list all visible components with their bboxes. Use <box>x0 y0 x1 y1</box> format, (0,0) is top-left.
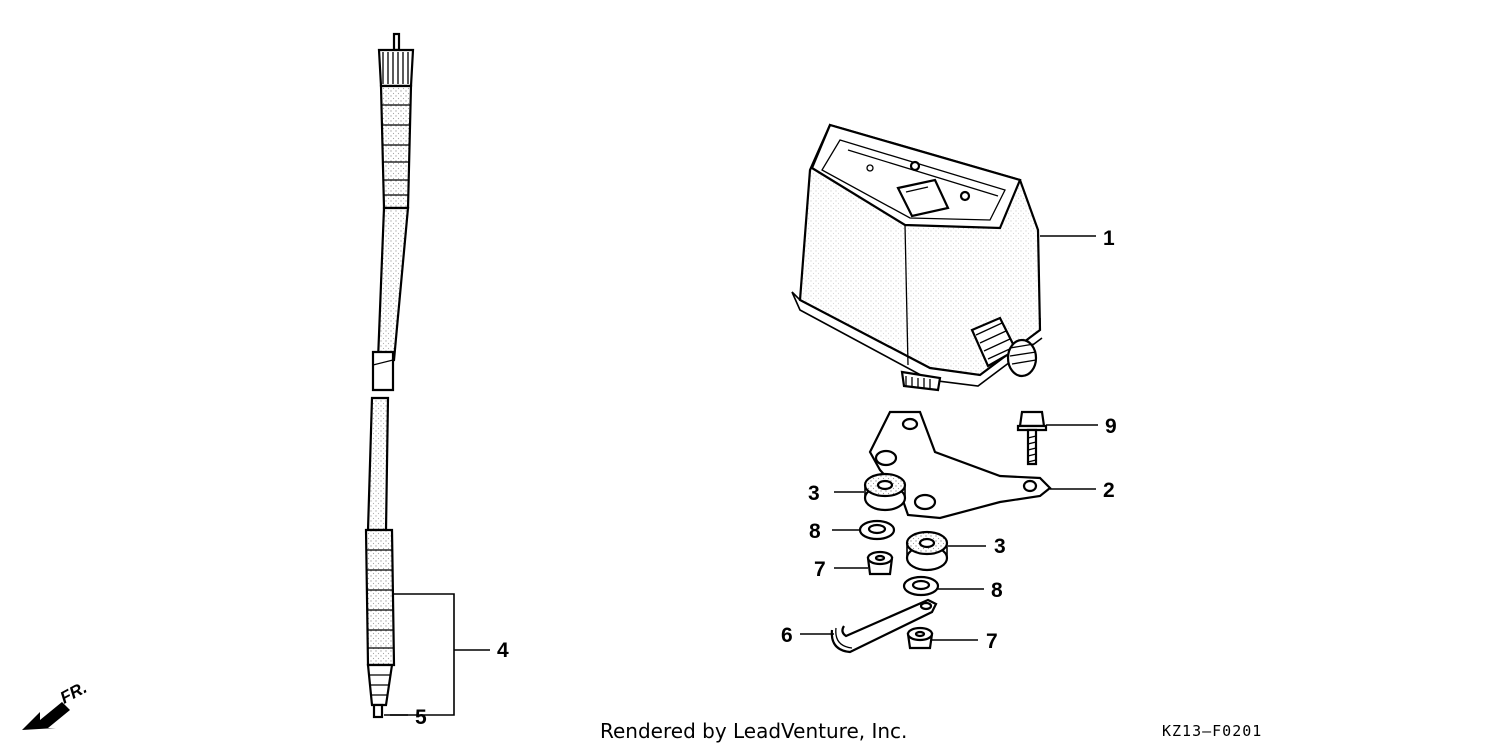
front-direction-arrow-icon <box>22 702 70 730</box>
meter-cable-connector <box>970 316 1038 378</box>
callout-3-upper: 3 <box>808 482 820 505</box>
callout-8-upper: 8 <box>809 520 821 543</box>
cap-nut-upper <box>866 550 894 576</box>
callout-6: 6 <box>781 624 793 647</box>
callout-9: 9 <box>1105 415 1117 438</box>
callout-4: 4 <box>497 639 509 662</box>
callout-7-upper: 7 <box>814 558 826 581</box>
callout-1: 1 <box>1103 227 1115 250</box>
washer-upper <box>858 519 896 541</box>
washer-lower <box>902 575 940 597</box>
meter-housing <box>791 123 1043 392</box>
callout-2: 2 <box>1103 479 1115 502</box>
callout-8-lower: 8 <box>991 579 1003 602</box>
grommet-upper <box>863 472 907 512</box>
grommet-lower <box>905 530 949 572</box>
callout-3-lower: 3 <box>994 535 1006 558</box>
cap-nut-lower <box>906 626 934 650</box>
callout-5: 5 <box>415 706 427 729</box>
speedometer-cable <box>364 32 415 719</box>
bolt <box>1016 410 1048 466</box>
callout-7-lower: 7 <box>986 630 998 653</box>
credit-text: Rendered by LeadVenture, Inc. <box>600 719 907 743</box>
meter-bracket <box>868 410 1052 520</box>
diagram-code: KZ13–F0201 <box>1162 722 1262 740</box>
leader-lines-cable <box>384 593 490 716</box>
cable-guide-clamp <box>830 598 938 654</box>
